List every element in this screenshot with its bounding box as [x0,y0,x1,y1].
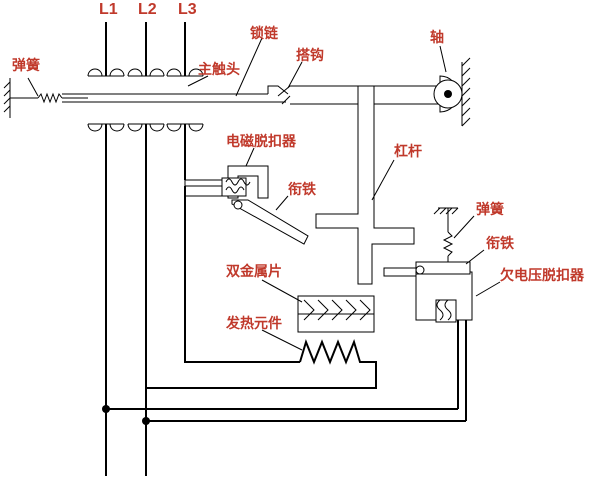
phase-label-l2: L2 [138,1,157,18]
heating-element [146,338,377,389]
label-armature-right: 衔铁 [486,235,514,252]
label-lock-chain: 锁链 [250,25,279,42]
lever [315,85,415,285]
label-main-contact: 主触头 [198,61,240,78]
undervoltage-release [383,207,473,323]
label-shaft: 轴 [430,29,444,46]
label-bimetal: 双金属片 [226,263,282,280]
phase-label-l1: L1 [99,1,118,18]
lock-chain-bar [62,85,289,103]
main-contacts [87,68,204,132]
label-armature-left: 衔铁 [288,181,316,198]
main-contact-l3 [166,68,204,132]
bimetal-strip [297,295,375,333]
main-contact-l1 [87,68,125,132]
l3-wire [184,186,300,363]
shaft [433,57,471,127]
bus-wires [102,312,467,425]
label-spring-right: 弹簧 [476,201,504,218]
label-heating-element: 发热元件 [225,315,282,332]
left-spring [3,78,88,118]
electromagnetic-release [184,165,309,245]
label-lever: 杠杆 [394,143,422,160]
phase-lines [105,22,186,476]
leader-lines [27,37,501,351]
label-spring-left: 弹簧 [12,57,40,74]
label-hook: 搭钩 [296,47,324,64]
label-electromagnetic-release: 电磁脱扣器 [226,133,297,150]
phase-label-l3: L3 [178,1,197,18]
main-contact-l2 [127,68,165,132]
label-undervoltage-release: 欠电压脱扣器 [500,267,585,284]
